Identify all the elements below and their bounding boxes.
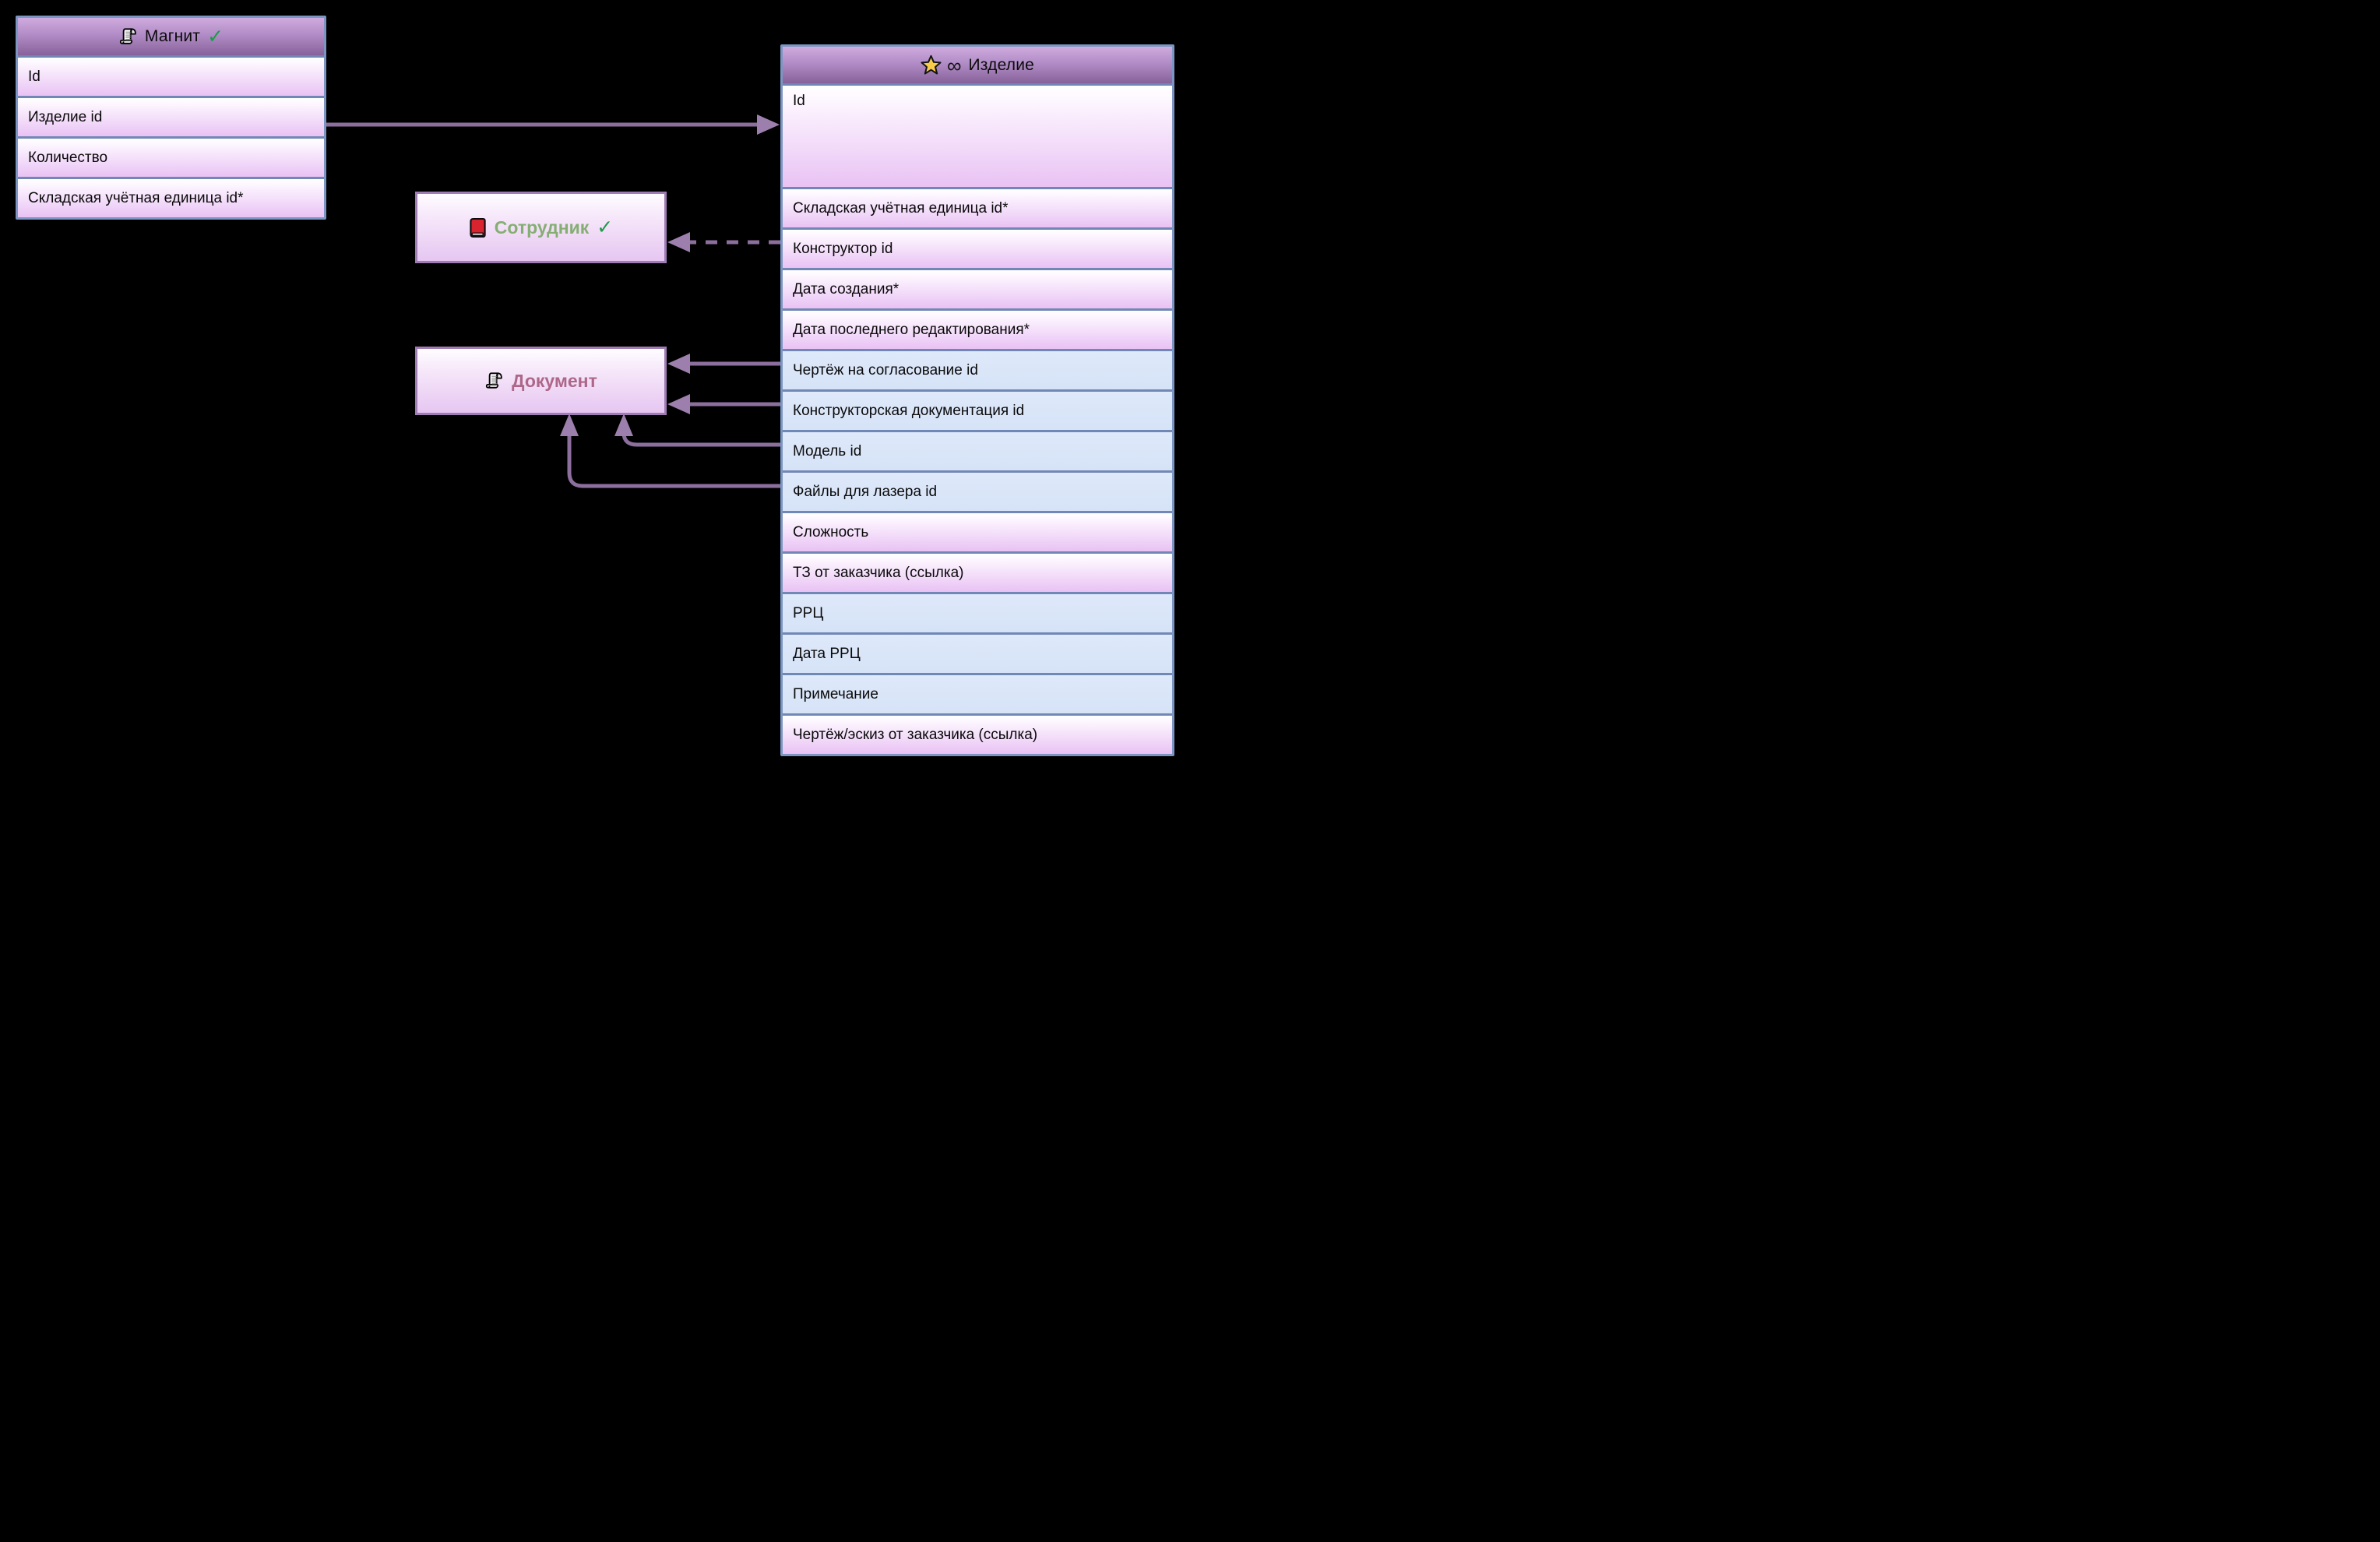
arrowhead-right <box>757 114 780 135</box>
entity-magnit[interactable]: Магнит ✓ Id Изделие id Количество Складс… <box>16 16 326 220</box>
field-label: Файлы для лазера id <box>793 483 938 500</box>
arrowhead-left <box>667 232 690 252</box>
entity-sotrudnik[interactable]: Сотрудник ✓ <box>415 192 667 263</box>
field-label: Складская учётная единица id* <box>28 189 244 206</box>
field-label: Чертёж/эскиз от заказчика (ссылка) <box>793 726 1038 743</box>
entity-izdelie[interactable]: ∞ Изделие Id Складская учётная единица i… <box>780 44 1174 756</box>
arrowhead-up <box>560 414 579 436</box>
field-label: Конструктор id <box>793 240 893 257</box>
arrowhead-left <box>667 354 690 374</box>
field-izdelie-slozhnost[interactable]: Сложность <box>783 511 1172 551</box>
field-label: Чертёж на согласование id <box>793 361 978 378</box>
entity-sotrudnik-title: Сотрудник <box>494 217 590 238</box>
infinity-icon: ∞ <box>946 53 962 77</box>
field-izdelie-chertezh-soglasovanie[interactable]: Чертёж на согласование id <box>783 349 1172 389</box>
entity-dokument-title: Документ <box>512 370 597 391</box>
field-label: РРЦ <box>793 604 824 621</box>
field-izdelie-tz-zakazchika[interactable]: ТЗ от заказчика (ссылка) <box>783 551 1172 592</box>
field-magnit-izdelie-id[interactable]: Изделие id <box>18 96 324 136</box>
field-label: Дата последнего редактирования* <box>793 321 1030 338</box>
field-label: Примечание <box>793 685 878 702</box>
arrow-model-to-dokument <box>621 432 780 447</box>
field-izdelie-data-rrc[interactable]: Дата РРЦ <box>783 632 1172 673</box>
field-label: Конструкторская документация id <box>793 402 1025 419</box>
field-izdelie-rrc[interactable]: РРЦ <box>783 592 1172 632</box>
field-label: Id <box>793 93 805 109</box>
field-izdelie-fajly-lazera[interactable]: Файлы для лазера id <box>783 470 1172 511</box>
field-label: Складская учётная единица id* <box>793 199 1009 217</box>
entity-magnit-title: Магнит <box>144 27 201 45</box>
field-magnit-id[interactable]: Id <box>18 55 324 96</box>
field-izdelie-konstr-dokumentaciya[interactable]: Конструкторская документация id <box>783 389 1172 430</box>
entity-dokument[interactable]: Документ <box>415 347 667 415</box>
field-label: ТЗ от заказчика (ссылка) <box>793 564 964 581</box>
field-izdelie-data-redaktirovaniya[interactable]: Дата последнего редактирования* <box>783 308 1172 349</box>
field-izdelie-id[interactable]: Id <box>783 83 1172 187</box>
entity-magnit-header[interactable]: Магнит ✓ <box>18 18 324 55</box>
field-label: Изделие id <box>28 108 103 125</box>
field-izdelie-data-sozdaniya[interactable]: Дата создания* <box>783 268 1172 308</box>
red-book-icon <box>469 217 487 238</box>
field-label: Сложность <box>793 523 869 540</box>
star-icon <box>921 55 942 76</box>
field-magnit-kolichestvo[interactable]: Количество <box>18 136 324 177</box>
entity-izdelie-header[interactable]: ∞ Изделие <box>783 47 1172 83</box>
check-icon: ✓ <box>597 216 614 238</box>
field-magnit-skladskaya[interactable]: Складская учётная единица id* <box>18 177 324 217</box>
entity-izdelie-title: Изделие <box>968 55 1035 74</box>
check-icon: ✓ <box>207 25 224 48</box>
arrow-fajly-to-dokument <box>567 435 780 488</box>
field-izdelie-primechanie[interactable]: Примечание <box>783 673 1172 713</box>
erd-canvas: Магнит ✓ Id Изделие id Количество Складс… <box>0 0 1190 771</box>
field-label: Id <box>28 68 40 85</box>
field-label: Количество <box>28 149 108 166</box>
field-izdelie-model-id[interactable]: Модель id <box>783 430 1172 470</box>
field-izdelie-konstruktor-id[interactable]: Конструктор id <box>783 227 1172 268</box>
field-label: Дата создания* <box>793 280 900 297</box>
arrowhead-left <box>667 394 690 414</box>
scroll-icon <box>484 371 504 391</box>
field-label: Модель id <box>793 442 862 459</box>
arrowhead-up <box>614 414 633 436</box>
scroll-icon <box>118 27 138 47</box>
field-izdelie-chertezh-eskiz[interactable]: Чертёж/эскиз от заказчика (ссылка) <box>783 713 1172 754</box>
field-label: Дата РРЦ <box>793 645 861 662</box>
field-izdelie-skladskaya[interactable]: Складская учётная единица id* <box>783 187 1172 227</box>
